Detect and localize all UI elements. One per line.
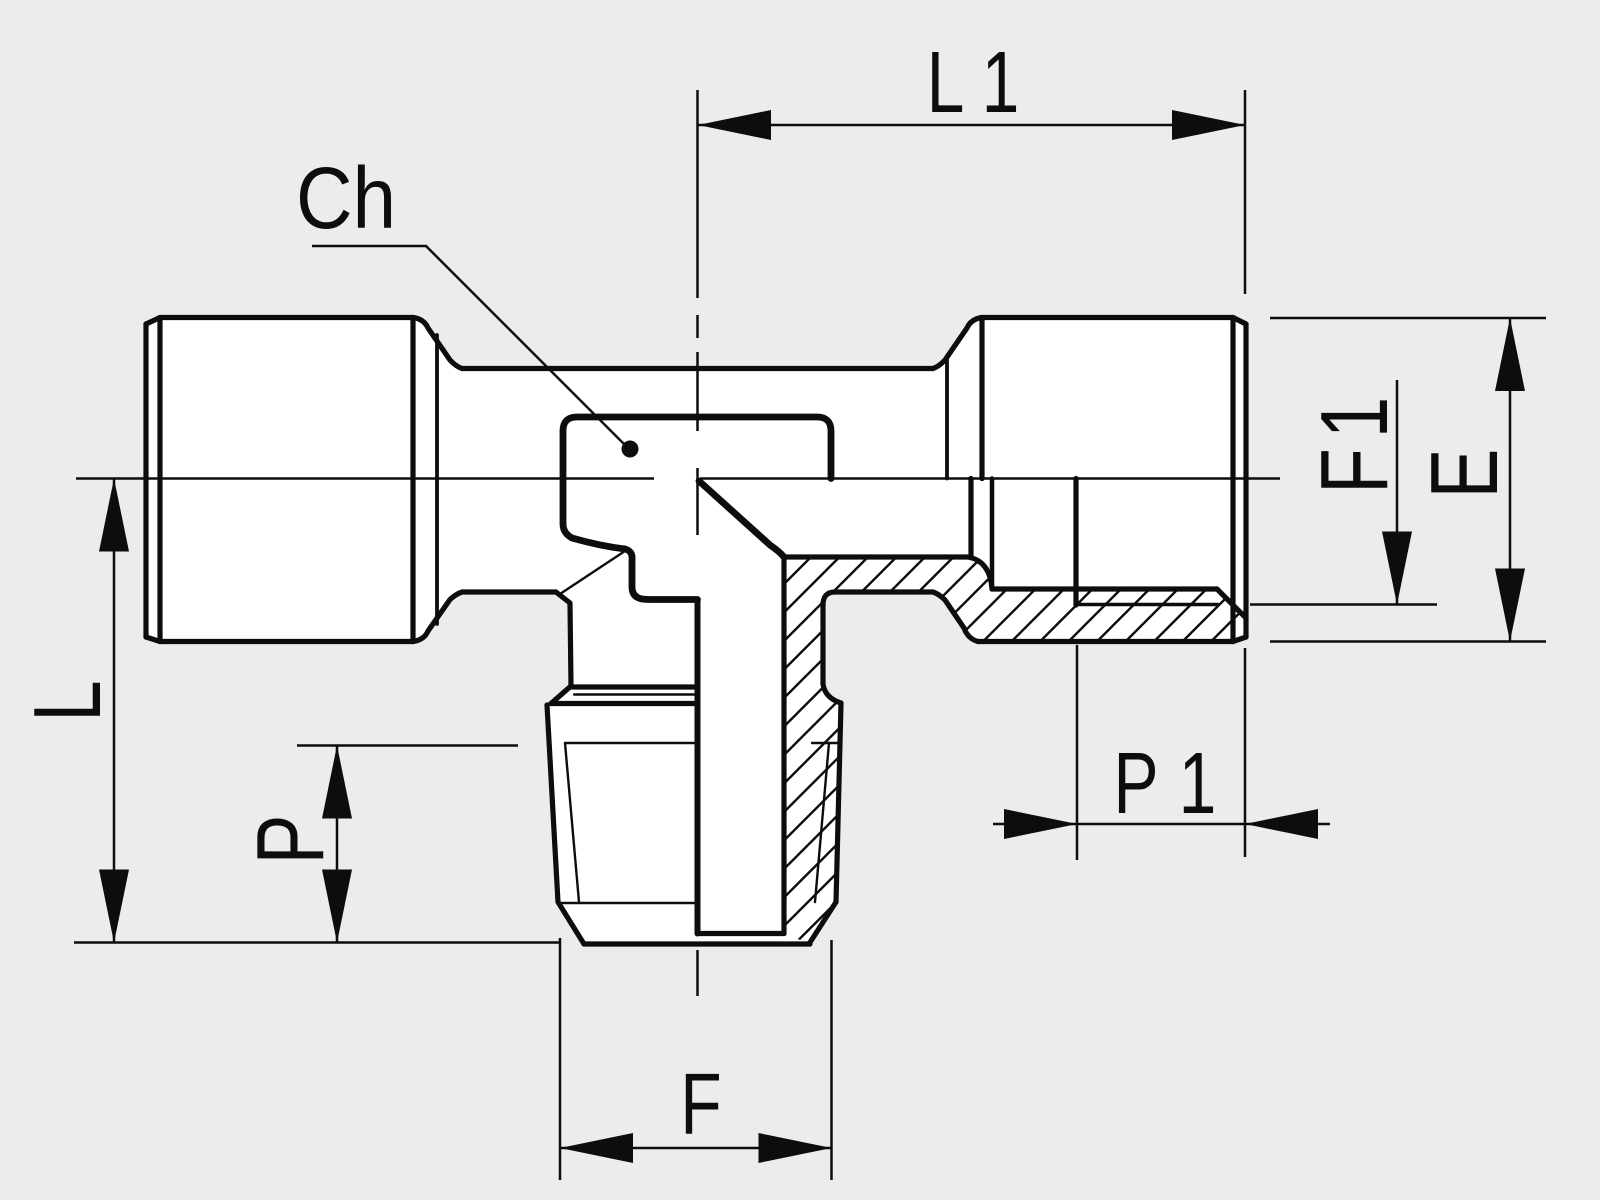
svg-text:L: L <box>14 680 121 722</box>
svg-text:P: P <box>237 815 344 865</box>
svg-text:Ch: Ch <box>296 149 396 247</box>
svg-text:1: 1 <box>982 33 1020 131</box>
svg-text:P: P <box>1113 734 1158 832</box>
svg-text:1: 1 <box>1179 734 1217 832</box>
svg-text:E: E <box>1411 449 1518 499</box>
svg-text:1: 1 <box>1301 397 1408 439</box>
svg-text:F: F <box>1301 448 1408 494</box>
svg-text:F: F <box>680 1055 721 1153</box>
svg-text:L: L <box>927 33 965 131</box>
